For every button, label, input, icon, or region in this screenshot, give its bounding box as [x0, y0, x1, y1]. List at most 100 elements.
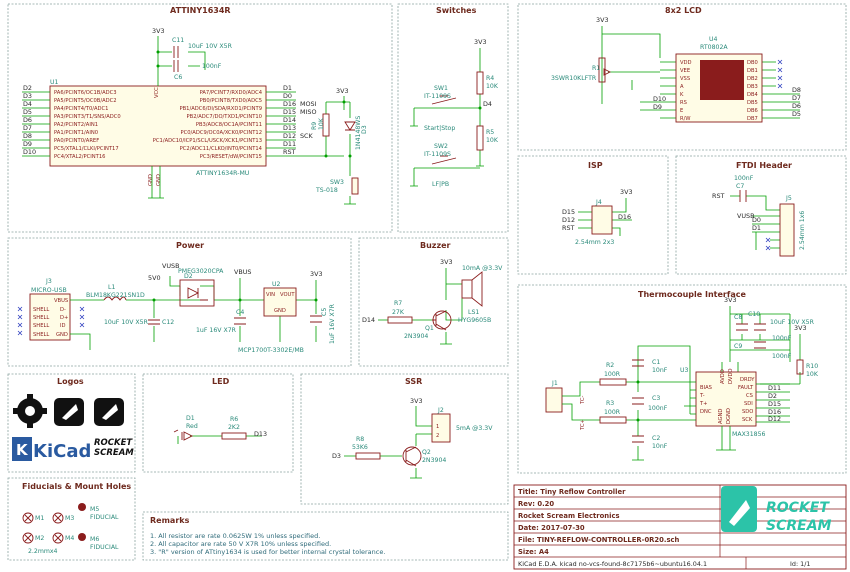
u3-pin-dgnd: DGND	[726, 408, 732, 424]
d1-value: Red	[186, 423, 198, 430]
section-title-switches: Switches	[436, 6, 477, 15]
j3-pin-dm: D-	[60, 307, 66, 313]
power-net-5v0: 5V0	[148, 274, 161, 282]
r10-value: 10K	[806, 371, 819, 378]
section-title-power: Power	[176, 241, 204, 250]
reset-3v3-net: 3V3	[336, 87, 349, 95]
lcd-trim-ref: R1	[592, 65, 600, 72]
c7-ref: C7	[736, 183, 744, 190]
c3-value: 100nF	[648, 405, 668, 412]
mcu-net-right-4: D14	[283, 116, 296, 124]
c11-ref: C11	[172, 37, 184, 44]
u2-value: MCP1700T-3302E/MB	[238, 347, 304, 354]
ftdi-net-d0: D0	[752, 216, 761, 224]
j1-pin-tcm: TC-	[580, 396, 586, 405]
u2-ref: U2	[272, 281, 281, 288]
isp-connector[interactable]	[591, 205, 613, 235]
j2-pin-1: 1	[436, 424, 439, 430]
u3-pin-agnd: AGND	[718, 409, 724, 424]
lcd-net-db6: D6	[792, 102, 801, 110]
lcd-pin-db6: DB6	[747, 108, 758, 114]
thermo-net-d11: D11	[768, 384, 781, 392]
section-title-ssr: SSR	[405, 377, 422, 386]
max31856-chip[interactable]	[695, 371, 757, 427]
rocket-logo-icon-1	[54, 398, 84, 426]
r4-ref: R4	[486, 75, 494, 82]
u3-pin-bias: BIAS	[700, 385, 712, 391]
mcu-net-right-7: D11	[283, 140, 296, 148]
r7-value: 27K	[392, 309, 405, 316]
title-block-company: Rocket Scream Electronics	[518, 512, 620, 520]
r3-ref: R3	[606, 400, 614, 407]
thermo-section: 3V3 C8 C10 10uF 10V X5R C9 100nF 100nF 3…	[545, 296, 819, 461]
remark-line-3: 3. "R" version of ATtiny1634 is used for…	[150, 548, 385, 556]
mcu-net-left-3: D5	[23, 108, 32, 116]
sw1-label: Start|Stop	[424, 125, 455, 132]
ftdi-connector[interactable]	[779, 203, 795, 257]
l1-value: BLM18KG221SN1D	[86, 292, 145, 299]
ssr-connector[interactable]	[431, 413, 451, 443]
lcd-section: 3V3 R1 3SWR10KLFTR U4 RT0802A VDD VEE VS…	[551, 16, 801, 123]
c6-ref: C6	[174, 74, 182, 81]
sw2-label: LF|PB	[432, 181, 449, 188]
c8-ref: C8	[734, 314, 742, 321]
lcd-display-area	[700, 60, 744, 100]
lcd-net-rs: D10	[653, 95, 666, 103]
lcd-pin-k: K	[680, 92, 684, 98]
d2-ref: D2	[184, 273, 193, 280]
fiducial-m6-value: FIDUCIAL	[90, 544, 119, 551]
fiducial-m5-ref: M5	[90, 506, 99, 513]
title-block-title: Title: Tiny Reflow Controller	[518, 488, 626, 496]
d2-value: PMEG3020CPA	[178, 268, 224, 275]
isp-net-r0: D16	[618, 213, 631, 221]
c8-value: 100nF	[772, 335, 792, 342]
c10-value: 10uF 10V X5R	[770, 319, 815, 326]
u3-pin-dnc: DNC	[700, 409, 712, 415]
mcu-note-mosi: MOSI	[300, 100, 317, 108]
sw1-value: IT-1109S	[424, 93, 451, 100]
lcd-net-db7: D5	[792, 110, 801, 118]
c2-value: 10nF	[652, 443, 668, 450]
mcu-body[interactable]	[49, 85, 267, 167]
l1-ref: L1	[108, 284, 115, 291]
section-title-buzzer: Buzzer	[420, 241, 451, 250]
r9-value: 10K	[318, 117, 325, 130]
ssr-section: 3V3 J2 1 2 5mA @3.3V R8 53K6 D3 Q2 2N390…	[332, 397, 493, 479]
c4-ref: C4	[236, 309, 244, 316]
sw3-ref: SW3	[330, 179, 344, 186]
u3-pin-sck: SCK	[742, 417, 753, 423]
thermocouple-connector[interactable]	[545, 387, 563, 413]
ldo-regulator[interactable]	[263, 287, 297, 317]
mcu-net-right-0: D1	[283, 84, 292, 92]
c10-ref: C10	[748, 311, 760, 318]
r9-ref: R9	[311, 122, 318, 130]
mcu-net-left-2: D4	[23, 100, 32, 108]
u3-pin-sdo: SDO	[742, 409, 753, 415]
lcd-pin-vdd: VDD	[680, 60, 692, 66]
mcu-pin-left-2: PA4/PCINT4/T0/ADC1	[54, 106, 108, 112]
c7-value: 100nF	[734, 175, 754, 182]
r6-value: 2K2	[228, 424, 240, 431]
lcd-pin-db7: DB7	[747, 116, 758, 122]
thermo-3v3-net: 3V3	[724, 296, 737, 304]
switch-3v3-net: 3V3	[474, 38, 487, 46]
mcu-net-left-6: D8	[23, 132, 32, 140]
mcu-pin-left-6: PA0/PCINT0/AREF	[54, 138, 99, 144]
u3-pin-tp: T+	[699, 401, 708, 407]
mcu-section: U1 ATTINY1634R-MU VCC GND GND 3V3 C11 10…	[22, 27, 368, 205]
r8-value: 53K6	[352, 444, 368, 451]
lcd-trim-value: 3SWR10KLFTR	[551, 75, 597, 82]
c12-ref: C12	[162, 319, 174, 326]
lcd-ref: U4	[709, 36, 718, 43]
u3-pin-dvdd: DVDD	[728, 369, 734, 384]
sw3-body[interactable]	[351, 177, 359, 195]
kicad-logo-text: KiCad	[33, 441, 91, 462]
usb-connector[interactable]	[29, 293, 71, 341]
j3-shell-1: SHELL	[33, 307, 49, 313]
mcu-net-right-2: D16	[283, 100, 296, 108]
title-block-tool: KiCad E.D.A. kicad no-vcs-found-8c7175b6…	[518, 560, 707, 568]
led-net-d13: D13	[254, 430, 267, 438]
mcu-left-pins: D2 D3 D4 D5 D6 D7 D8 D9 D10 PA6/PCINT6/O…	[22, 84, 121, 160]
section-frames	[7, 3, 847, 561]
title-block-size: Size: A4	[518, 548, 549, 556]
